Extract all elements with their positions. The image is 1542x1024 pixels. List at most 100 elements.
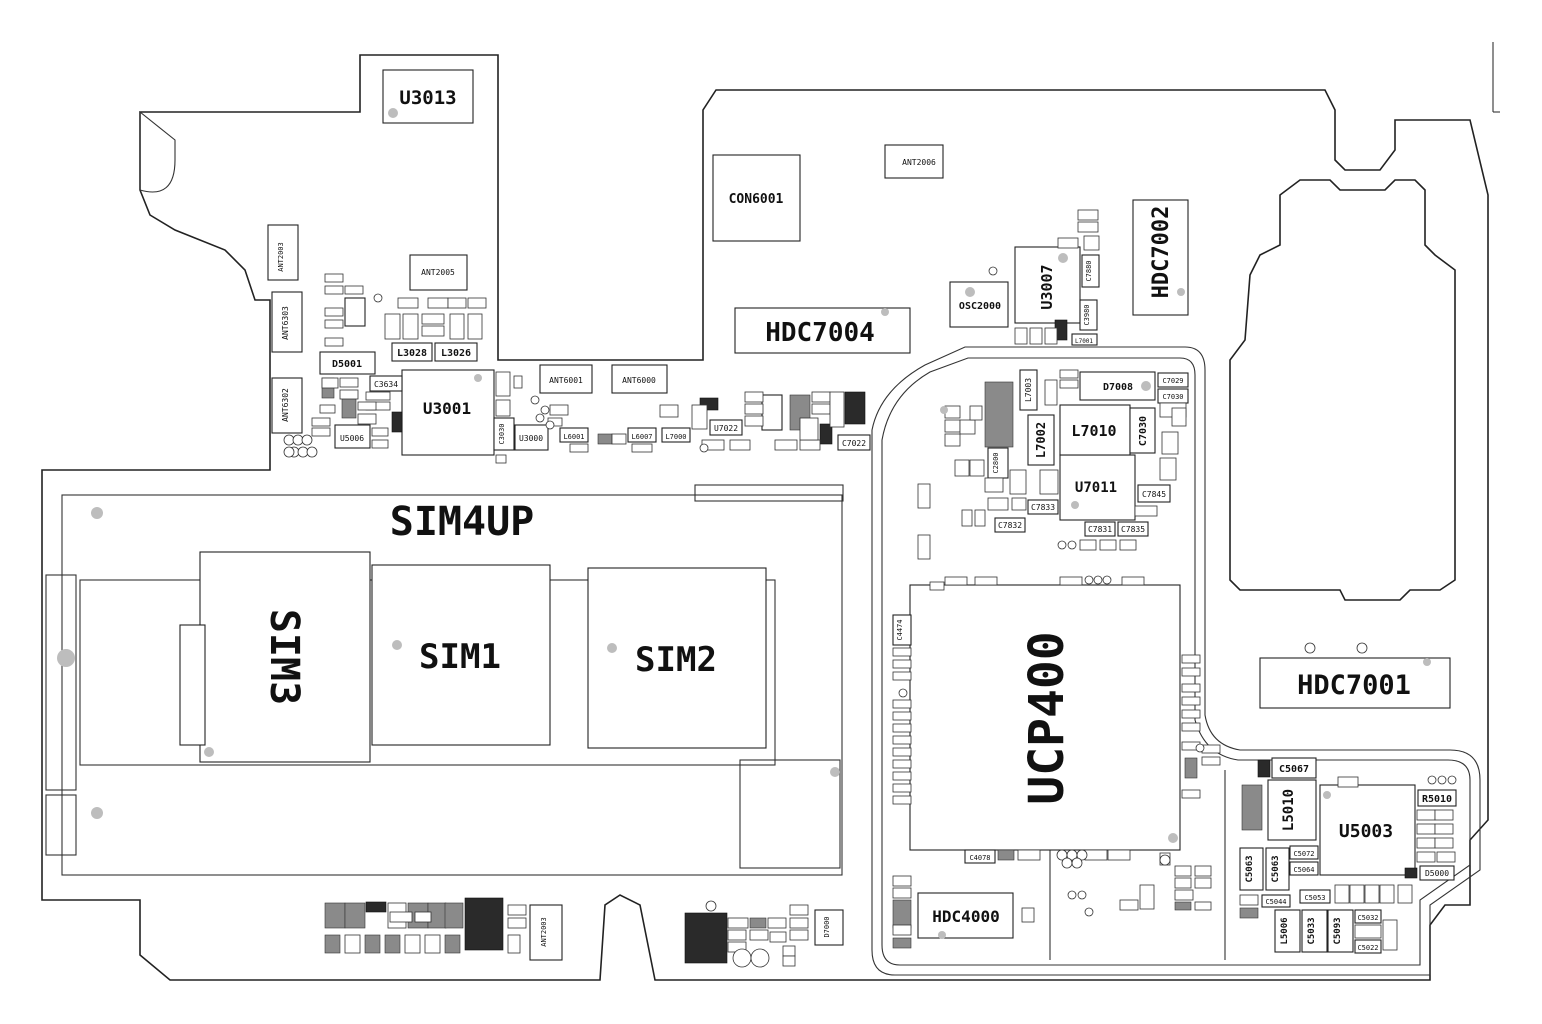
label-sim2: SIM2 bbox=[635, 640, 717, 680]
dark-ic-bottom-left bbox=[464, 897, 504, 951]
label-hdc4000: HDC4000 bbox=[932, 907, 999, 926]
passive-pad bbox=[1239, 907, 1259, 919]
passive-pad bbox=[397, 297, 419, 309]
test-point bbox=[1427, 775, 1437, 785]
l3026-inductor bbox=[434, 342, 478, 362]
passive-pad bbox=[365, 391, 391, 401]
passive-pad bbox=[1181, 709, 1201, 719]
passive-pad bbox=[344, 934, 361, 954]
passive-pad bbox=[424, 934, 441, 954]
label-c7845: C7845 bbox=[1142, 490, 1166, 499]
hdc4000-connector bbox=[917, 892, 1014, 939]
passive-pad bbox=[749, 929, 769, 941]
passive-pad bbox=[1334, 884, 1350, 904]
passive-pad bbox=[829, 391, 845, 428]
passive-pad bbox=[1174, 877, 1192, 889]
passive-pad bbox=[1039, 469, 1059, 495]
passive-pad bbox=[969, 405, 983, 421]
passive-pad bbox=[1174, 889, 1194, 901]
test-point bbox=[540, 405, 550, 415]
passive-pad bbox=[467, 313, 483, 340]
passive-pad bbox=[311, 417, 331, 427]
label-d7008: D7008 bbox=[1103, 382, 1133, 393]
passive-pad bbox=[944, 433, 961, 447]
passive-pad bbox=[1134, 505, 1158, 517]
shaded-part-5 bbox=[341, 397, 357, 419]
shield-frame-inner bbox=[881, 357, 1471, 966]
label-sim1: SIM1 bbox=[419, 637, 501, 677]
label-c3030: C3030 bbox=[498, 423, 506, 444]
u3007-chip bbox=[1014, 246, 1081, 324]
passive-pad bbox=[339, 377, 359, 388]
passive-pad bbox=[319, 404, 336, 414]
c7835-capacitor bbox=[1117, 521, 1149, 537]
test-point bbox=[373, 293, 383, 303]
passive-pad bbox=[659, 404, 679, 418]
passive-pad bbox=[1107, 849, 1131, 861]
c5063b-capacitor bbox=[1265, 847, 1290, 891]
label-l7003: L7003 bbox=[1024, 378, 1033, 402]
passive-pad bbox=[444, 934, 461, 954]
shield-frame-outer bbox=[871, 346, 1481, 976]
c5063-capacitor bbox=[1239, 847, 1264, 891]
passive-pad bbox=[384, 934, 401, 954]
passive-pad bbox=[974, 576, 998, 586]
passive-pad bbox=[1181, 722, 1201, 732]
label-c7831: C7831 bbox=[1088, 525, 1112, 534]
u7022-chip bbox=[709, 419, 743, 436]
passive-pad bbox=[944, 576, 968, 586]
label-ant2003: ANT2003 bbox=[277, 242, 285, 272]
c3634-capacitor bbox=[369, 375, 403, 392]
passive-pad bbox=[969, 459, 985, 477]
passive-pad bbox=[799, 439, 821, 451]
test-point bbox=[732, 948, 752, 968]
dark-part-4 bbox=[819, 423, 833, 445]
passive-pad bbox=[1059, 576, 1083, 586]
label-u7022: U7022 bbox=[714, 424, 738, 433]
passive-pad bbox=[371, 439, 389, 449]
c7833-capacitor bbox=[1027, 499, 1059, 515]
passive-pad bbox=[892, 887, 912, 899]
passive-pad bbox=[1239, 894, 1259, 906]
passive-pad bbox=[1416, 823, 1436, 835]
passive-pad bbox=[1161, 431, 1179, 455]
ant6000-antenna bbox=[611, 364, 668, 394]
label-u3000: U3000 bbox=[519, 434, 543, 443]
label-hdc7004: HDC7004 bbox=[765, 318, 875, 348]
c5072-capacitor bbox=[1289, 845, 1319, 860]
c7831-capacitor bbox=[1084, 521, 1116, 537]
passive-pad bbox=[892, 759, 912, 769]
label-ant2003b: ANT2003 bbox=[540, 917, 548, 947]
u3013-chip bbox=[382, 69, 474, 124]
passive-pad bbox=[1077, 221, 1099, 233]
passive-pad bbox=[357, 413, 377, 425]
label-u3007: U3007 bbox=[1038, 264, 1056, 309]
sim1-slot bbox=[371, 564, 551, 746]
label-l3026: L3026 bbox=[441, 348, 471, 359]
passive-pad bbox=[414, 911, 432, 923]
passive-pad bbox=[892, 771, 912, 781]
test-point bbox=[750, 948, 770, 968]
passive-pad bbox=[799, 417, 819, 441]
passive-pad bbox=[782, 945, 796, 957]
d5001-diode bbox=[319, 351, 376, 375]
c5032-capacitor bbox=[1354, 909, 1382, 924]
label-c7835: C7835 bbox=[1121, 525, 1145, 534]
passive-pad bbox=[1181, 654, 1201, 664]
passive-pad bbox=[1382, 919, 1398, 951]
passive-pad bbox=[364, 934, 381, 954]
passive-pad bbox=[389, 911, 413, 923]
c7022-capacitor bbox=[837, 434, 871, 451]
passive-pad bbox=[892, 671, 912, 681]
u7011-chip bbox=[1059, 454, 1136, 521]
passive-pad bbox=[447, 297, 467, 309]
passive-pad bbox=[339, 389, 359, 400]
test-point bbox=[1102, 575, 1112, 585]
sim-tray-side-2 bbox=[45, 794, 77, 856]
passive-pad bbox=[1194, 877, 1212, 889]
label-c5033: C5033 bbox=[1307, 917, 1317, 944]
label-c4474: C4474 bbox=[896, 619, 904, 640]
passive-pad bbox=[1077, 209, 1099, 221]
u5003-chip bbox=[1319, 784, 1416, 876]
passive-pad bbox=[1181, 696, 1201, 706]
